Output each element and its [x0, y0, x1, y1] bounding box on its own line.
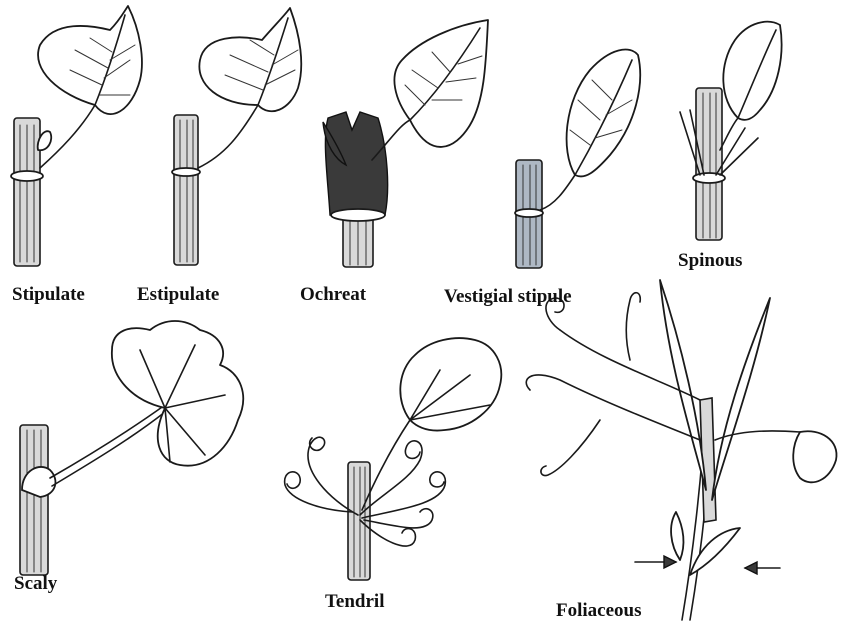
label-scaly: Scaly	[14, 573, 57, 595]
label-stipulate: Stipulate	[12, 284, 85, 306]
scaly-drawing	[20, 321, 243, 575]
estipulate-drawing	[172, 8, 301, 265]
label-spinous: Spinous	[678, 250, 742, 272]
label-vestigial-stipule: Vestigial stipule	[444, 286, 572, 308]
label-ochreat: Ochreat	[300, 284, 366, 306]
tendril-drawing	[285, 338, 502, 580]
vestigial-drawing	[515, 50, 640, 268]
label-estipulate: Estipulate	[137, 284, 219, 306]
spinous-drawing	[680, 22, 782, 240]
label-foliaceous: Foliaceous	[556, 600, 642, 622]
ochreat-drawing	[323, 20, 488, 267]
stipulate-drawing	[11, 6, 142, 266]
foliaceous-drawing	[526, 280, 836, 620]
label-tendril: Tendril	[325, 591, 385, 613]
